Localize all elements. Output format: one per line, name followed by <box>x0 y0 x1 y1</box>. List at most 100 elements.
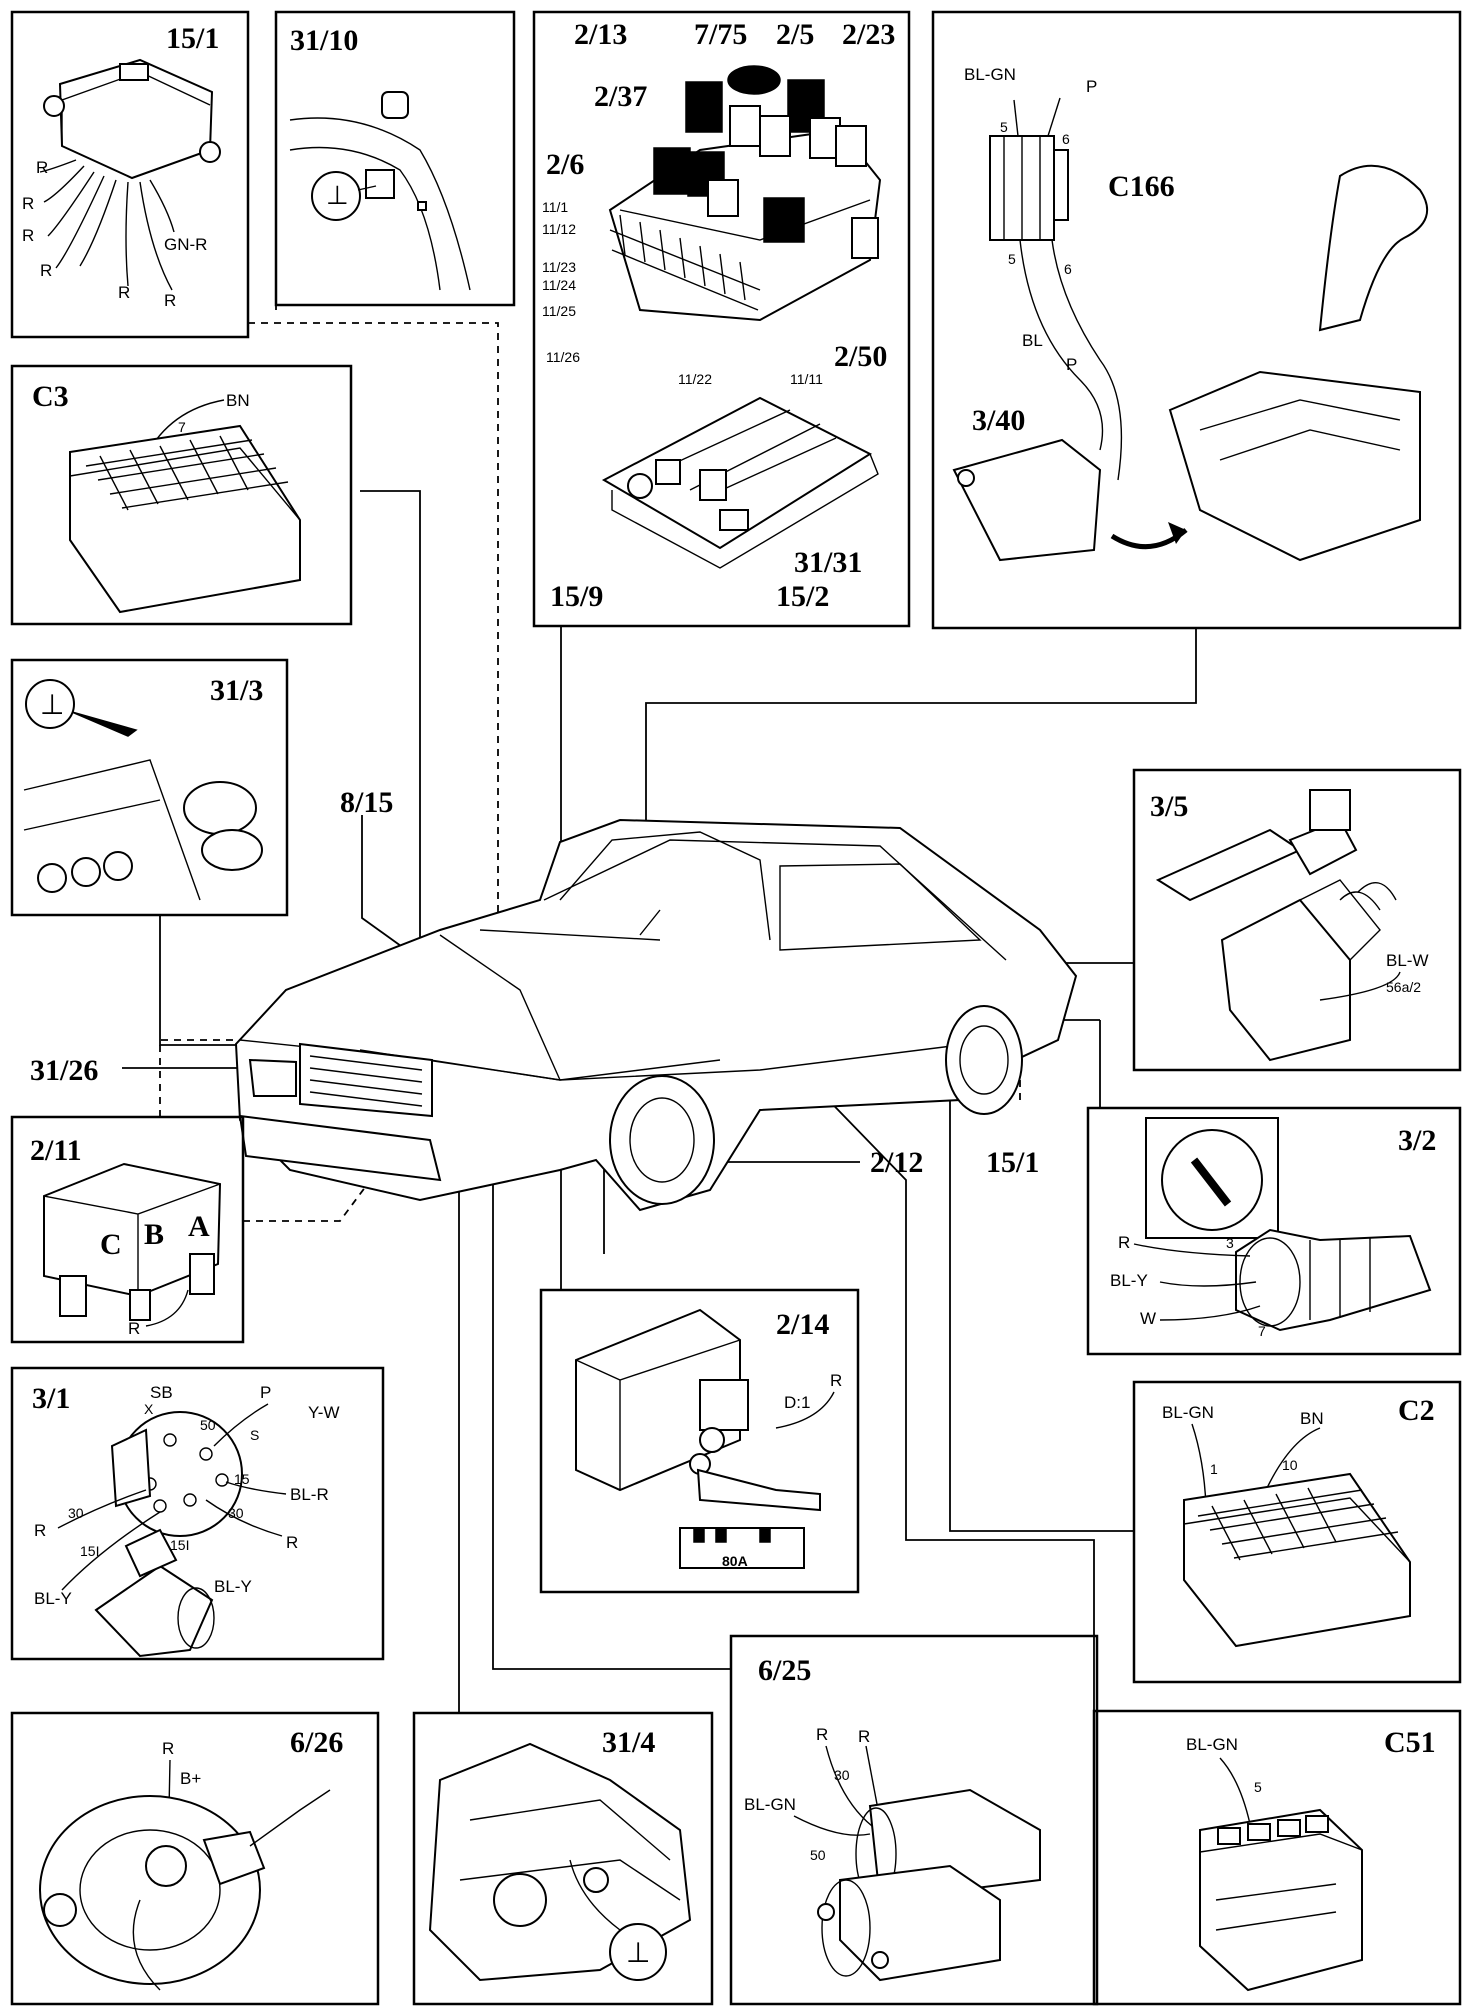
panel-fusebox-border <box>532 10 911 628</box>
pin-label: 3 <box>1226 1235 1234 1251</box>
wire-label: R <box>286 1533 298 1552</box>
fuse-row-icon <box>609 214 761 311</box>
wire-label: R <box>40 261 52 280</box>
ground-pointer-icon <box>71 711 138 737</box>
wire-label: R <box>830 1371 842 1390</box>
panel-15-1-border <box>10 10 250 339</box>
alternator-icon <box>183 781 263 871</box>
panel-3-1-label: 3/1 <box>32 1382 70 1415</box>
pin-label: 50 <box>810 1847 826 1863</box>
pin-label: S <box>250 1427 259 1443</box>
panel-c166-label: C166 <box>1108 170 1175 203</box>
fuse-rating: 80A <box>722 1553 748 1569</box>
panel-c3-label: C3 <box>32 380 69 413</box>
wire-label: R <box>162 1739 174 1758</box>
pin-label: 15 <box>234 1471 250 1487</box>
panel-2-11-label: 2/11 <box>30 1134 82 1167</box>
wire-label: Y-W <box>308 1403 340 1422</box>
wire-label: BN <box>226 391 250 410</box>
part-label: 2/13 <box>574 18 627 51</box>
ground-icon <box>25 679 75 729</box>
wire-label: R <box>1118 1233 1130 1252</box>
ignition-switch-icon <box>110 1411 243 1537</box>
pin-label: 15I <box>170 1537 189 1553</box>
connector-icon <box>1199 1808 1363 1992</box>
part-label: 2/6 <box>546 148 584 181</box>
pin-label: 7 <box>1258 1323 1266 1339</box>
panel-c2-border <box>1132 1380 1462 1684</box>
fuse-icon <box>679 1468 821 1569</box>
wire-label: BL-Y <box>34 1589 72 1608</box>
panel-31-3-label: 31/3 <box>210 674 263 707</box>
arrow-head-icon <box>1168 522 1186 544</box>
panel-3-5-label: 3/5 <box>1150 790 1188 823</box>
wire-label: P <box>260 1383 271 1402</box>
panel-31-4-border <box>412 1711 714 2006</box>
switch-icon <box>952 438 1102 562</box>
wire-label: P <box>1066 355 1077 374</box>
pin-label: 15I <box>80 1543 99 1559</box>
wire-label: R <box>816 1725 828 1744</box>
panel-3-2-border <box>1086 1106 1462 1356</box>
wire-label: BL-GN <box>964 65 1016 84</box>
panel-c166: C166 3/40 BL-GN P BL P 5 6 5 6 <box>931 10 1462 630</box>
pin-label: 5 <box>1254 1779 1262 1795</box>
pin-label: X <box>144 1401 154 1417</box>
pin-label: 7 <box>178 419 186 435</box>
wire-label: R <box>22 226 34 245</box>
relay-block-icon <box>608 65 882 322</box>
wire-label: R <box>118 283 130 302</box>
wire-label: BL <box>1022 331 1043 350</box>
panel-c3: C3 BN 7 <box>10 364 353 626</box>
ground-symbol: ⊥ <box>626 1937 650 1968</box>
panel-31-4: 31/4 ⊥ <box>412 1711 714 2006</box>
panel-3-40-label: 3/40 <box>972 404 1025 437</box>
pin-label: 5 <box>1000 119 1008 135</box>
light-switch-dial-icon <box>1145 1117 1279 1239</box>
fuse-label: 11/25 <box>542 303 576 319</box>
relay-icon <box>43 1162 222 1321</box>
pin-label: 6 <box>1062 131 1070 147</box>
ground-terminal-icon <box>365 169 395 199</box>
panel-c51: C51 BL-GN 5 <box>1092 1709 1462 2006</box>
part-label: 15/2 <box>776 580 829 613</box>
wire-label: R <box>34 1521 46 1540</box>
wire-label: BL-GN <box>744 1795 796 1814</box>
panel-3-5: 3/5 BL-W 56a/2 <box>1132 768 1462 1072</box>
wire-label: W <box>1140 1309 1156 1328</box>
relay-icon <box>653 147 691 195</box>
wire-label: BL-R <box>290 1485 329 1504</box>
gear-selector-icon <box>1168 164 1429 562</box>
panel-6-26: 6/26 R B+ <box>10 1711 380 2006</box>
pin-letter: A <box>188 1210 210 1243</box>
pin-label: 30 <box>228 1505 244 1521</box>
callout-31-26: 31/26 <box>30 1054 98 1087</box>
relay-icon <box>763 197 805 243</box>
pin-letter: C <box>100 1228 122 1261</box>
pin-label: 56a/2 <box>1386 979 1421 995</box>
callout-15-1: 15/1 <box>986 1146 1039 1179</box>
part-label: 31/31 <box>794 546 862 579</box>
relay-icon <box>727 65 781 95</box>
part-label: 15/9 <box>550 580 603 613</box>
wire-label: BL-W <box>1386 951 1429 970</box>
wire-label: R <box>128 1319 140 1338</box>
wire-label: R <box>22 194 34 213</box>
wire-label: BN <box>1300 1409 1324 1428</box>
wire-label: BL-Y <box>1110 1271 1148 1290</box>
control-module-icon <box>43 58 221 180</box>
fuse-label: 11/26 <box>546 349 580 365</box>
wire-label: BL-GN <box>1186 1735 1238 1754</box>
panel-c51-border <box>1092 1709 1462 2006</box>
panel-31-10-border <box>274 10 516 307</box>
panel-31-10: 31/10 ⊥ <box>274 10 516 307</box>
panel-3-2-label: 3/2 <box>1398 1124 1436 1157</box>
key-barrel-icon <box>94 1528 215 1658</box>
fuse-label: 11/11 <box>790 371 823 387</box>
part-label: 7/75 <box>694 18 747 51</box>
wire-label: R <box>164 291 176 310</box>
panel-2-14-border <box>539 1288 860 1594</box>
panel-15-1: 15/1 R R R R R R R GN-R <box>10 10 250 339</box>
panel-2-14-label: 2/14 <box>776 1308 829 1341</box>
